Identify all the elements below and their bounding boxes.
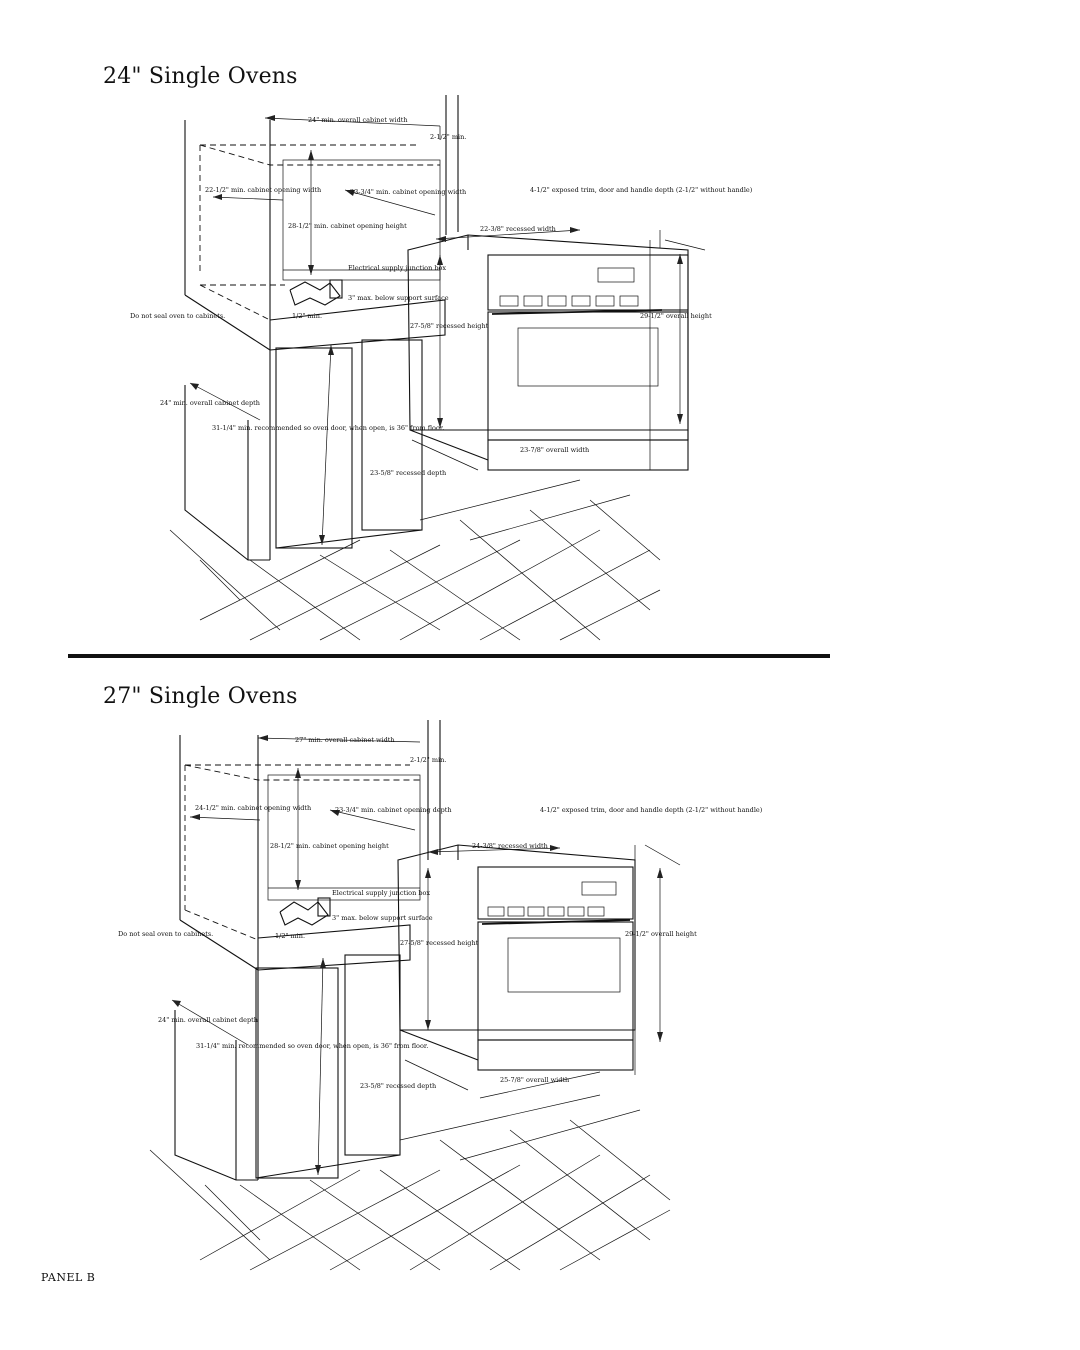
label-recommended: 31-1/4" min. recommended so oven door, w… <box>196 1042 428 1050</box>
label-min-gap: 2-1/2" min. <box>410 756 446 764</box>
label-overall-width: 27" min. overall cabinet width <box>295 736 395 744</box>
label-recessed-width: 22-3/8" recessed width <box>480 225 556 233</box>
label-overall-width-oven: 23-7/8" overall width <box>520 446 589 454</box>
label-electrical: Electrical supply junction box <box>332 889 430 897</box>
label-overall-width-oven: 25-7/8" overall width <box>500 1076 569 1084</box>
label-cab-opening-width: 24-1/2" min. cabinet opening width <box>195 804 311 812</box>
diagram-27-single-ovens: 27" min. overall cabinet width 2-1/2" mi… <box>118 720 763 1271</box>
title-24-single-ovens: 24" Single Ovens <box>103 64 298 89</box>
label-recessed-height: 27-5/8" recessed height <box>410 322 489 330</box>
label-do-not-seal: Do not seal oven to cabinets. <box>130 312 225 320</box>
label-min-gap: 2-1/2" min. <box>430 133 466 141</box>
label-cab-opening-width: 22-1/2" min. cabinet opening width <box>205 186 321 194</box>
section-divider <box>68 654 830 658</box>
label-cab-opening-height: 28-1/2" min. cabinet opening height <box>288 222 407 230</box>
diagram-24-single-ovens: 24" min. overall cabinet width 2-1/2" mi… <box>130 95 753 641</box>
label-overall-width: 24" min. overall cabinet width <box>308 116 408 124</box>
label-cab-opening-depth: 23-3/4" min. cabinet opening depth <box>335 806 452 814</box>
label-recessed-height: 27-5/8" recessed height <box>400 939 479 947</box>
label-cab-opening-height: 28-1/2" min. cabinet opening height <box>270 842 389 850</box>
label-overall-height: 29-1/2" overall height <box>625 930 697 938</box>
label-cab-opening-depth: 23-3/4" min. cabinet opening width <box>350 188 466 196</box>
label-recessed-width: 24-3/8" recessed width <box>472 842 548 850</box>
label-electrical: Electrical supply junction box <box>348 264 446 272</box>
label-half-min: 1/2" min. <box>292 312 322 320</box>
label-do-not-seal: Do not seal oven to cabinets. <box>118 930 213 938</box>
panel-label: PANEL B <box>41 1271 96 1284</box>
title-27-single-ovens: 27" Single Ovens <box>103 684 298 709</box>
label-half-min: 1/2" min. <box>275 932 305 940</box>
label-max-below: 3" max. below support surface <box>332 914 433 922</box>
label-cab-depth: 24" min. overall cabinet depth <box>160 399 260 407</box>
label-exposed-trim: 4-1/2" exposed trim, door and handle dep… <box>540 806 763 814</box>
label-recessed-depth: 23-5/8" recessed depth <box>370 469 446 477</box>
label-recommended: 31-1/4" min. recommended so oven door, w… <box>212 424 444 432</box>
label-cab-depth: 24" min. overall cabinet depth <box>158 1016 258 1024</box>
label-exposed-trim: 4-1/2" exposed trim, door and handle dep… <box>530 186 753 194</box>
label-overall-height: 29-1/2" overall height <box>640 312 712 320</box>
label-max-below: 3" max. below support surface <box>348 294 449 302</box>
label-recessed-depth: 23-5/8" recessed depth <box>360 1082 436 1090</box>
